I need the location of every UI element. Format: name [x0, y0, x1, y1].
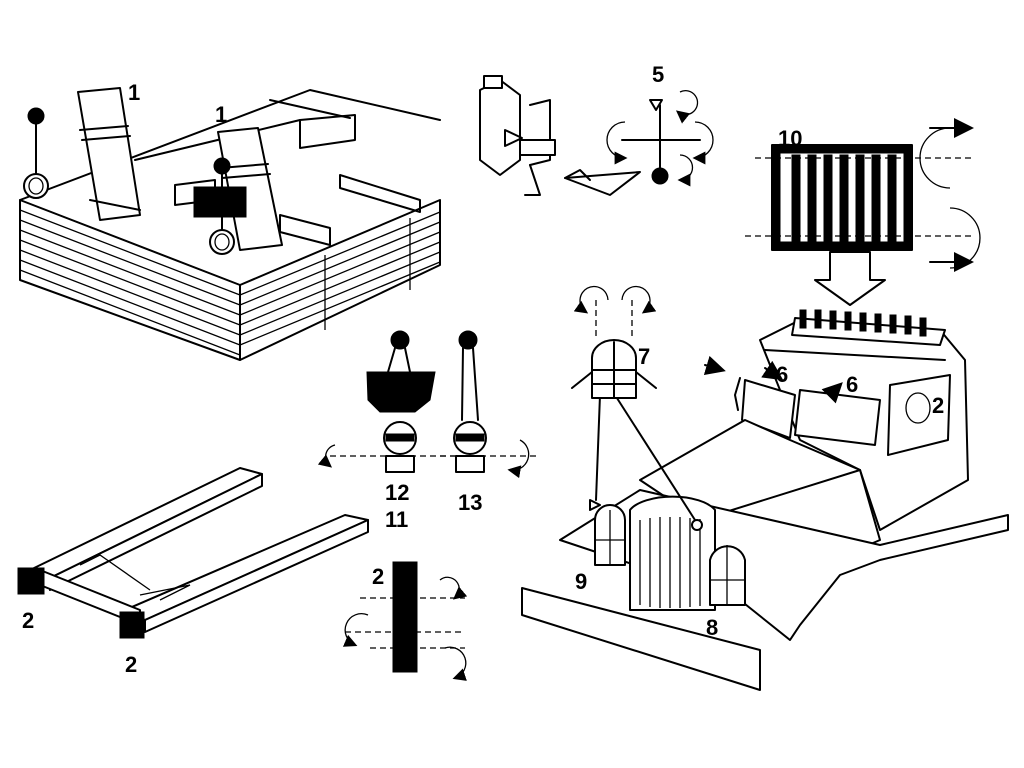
label-lever-steps: 5 [652, 62, 664, 87]
label-tow-hook: 9 [575, 569, 587, 594]
strip-part-detail [342, 561, 468, 681]
label-cab-light-right: 6 [846, 372, 858, 397]
down-arrow [814, 251, 886, 306]
label-cab-light-left: 6 [776, 362, 788, 387]
label-lever-assembly: 12 [385, 480, 409, 505]
lever-assembly-13 [440, 330, 540, 479]
label-window-grille: 7 [638, 344, 650, 369]
label-side-mirror: 2 [932, 393, 944, 418]
chassis-frame-part [17, 467, 369, 639]
label-grille-top: 10 [778, 126, 802, 151]
rotation-cross-diagram [606, 90, 714, 187]
truck-bed-assembly [19, 87, 441, 361]
label-lever-single: 13 [458, 490, 482, 515]
lever-detail-assembly [479, 75, 641, 196]
label-frame-right: 2 [125, 652, 137, 677]
label-lever-assembly-sub: 11 [385, 507, 408, 532]
label-bumper-bracket: 8 [706, 615, 718, 640]
lever-assembly-12 [317, 330, 470, 473]
label-frame-left: 2 [22, 608, 34, 633]
label-seat-right: 1 [215, 102, 227, 127]
label-seat-left: 1 [128, 80, 140, 105]
cab-and-hood-assembly [521, 309, 1009, 691]
top-grille-part [745, 118, 981, 272]
label-strip-part: 2 [372, 564, 384, 589]
window-grille-detail [571, 285, 657, 399]
